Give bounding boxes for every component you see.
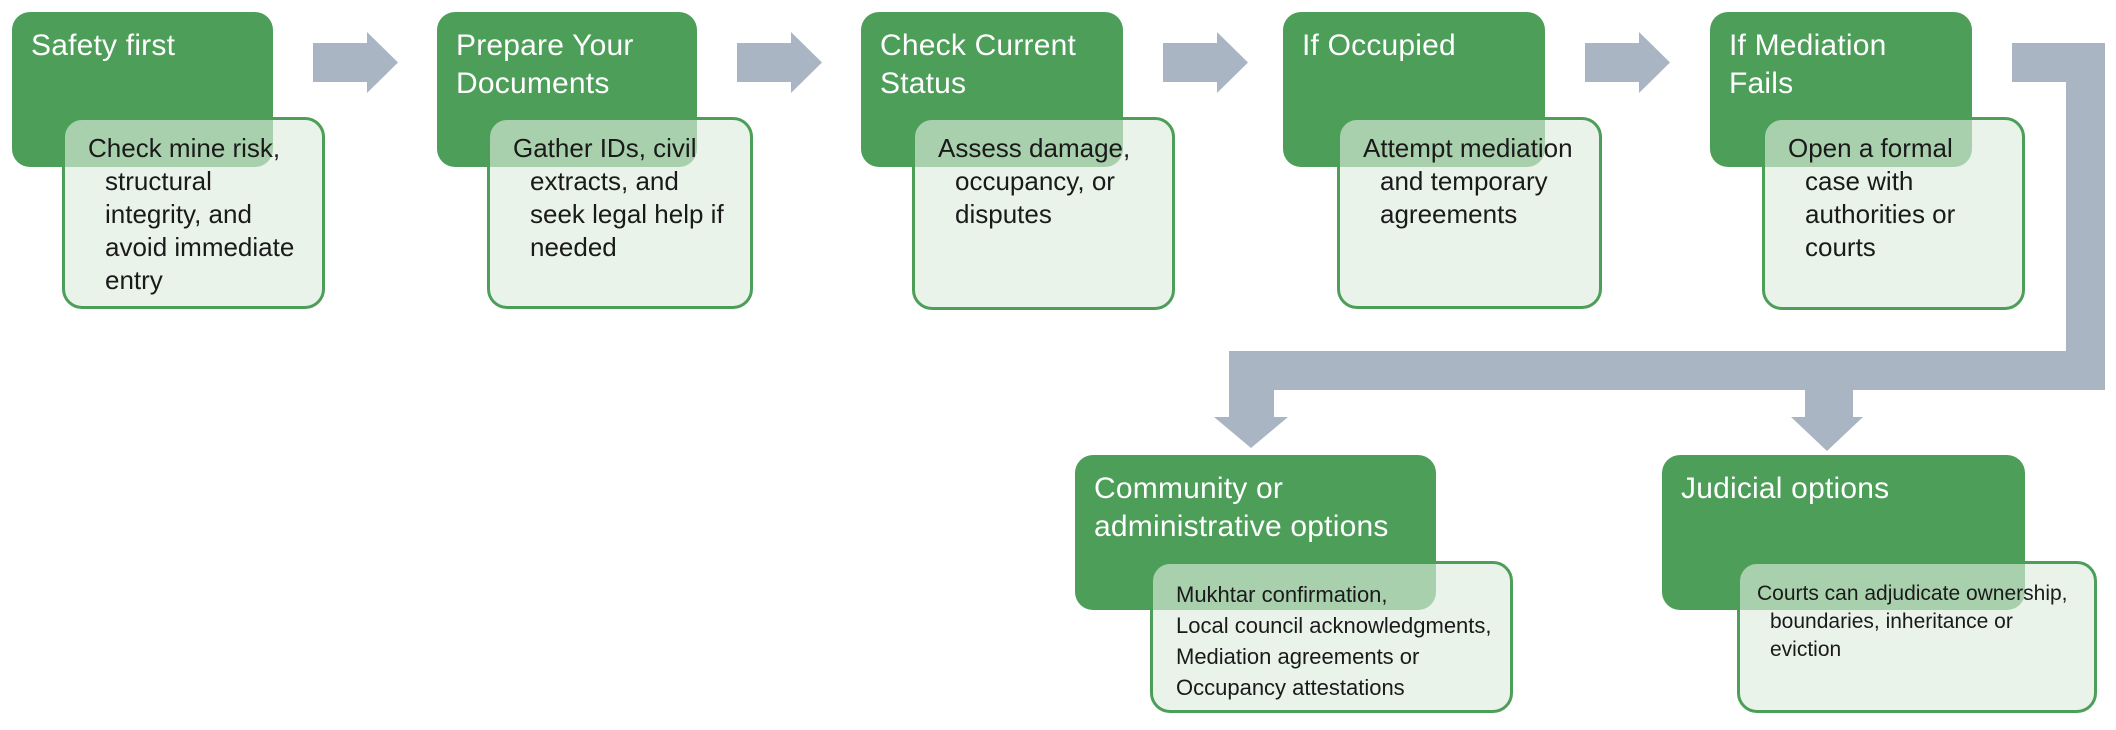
step-title: Prepare Your Documents [456,29,634,100]
step-title: If Occupied [1302,29,1456,62]
arrow-tail [313,43,367,82]
arrow-head-right-icon [791,32,822,93]
step-detail-safety-first: Check mine risk, structural integrity, a… [62,117,325,309]
option-detail-community-administrative: Mukhtar confirmation, Local council ackn… [1150,561,1513,713]
option-title: Community or administrative options [1094,472,1389,543]
step-detail-if-mediation-fails: Open a formal case with authorities or c… [1762,117,2025,310]
step-detail-prepare-documents: Gather IDs, civil extracts, and seek leg… [487,117,753,309]
branch-stem-right [1805,388,1853,418]
elbow-vertical-bar [2066,43,2105,390]
step-detail-text: Assess damage, occupancy, or disputes [938,133,1131,229]
step-detail-check-status: Assess damage, occupancy, or disputes [912,117,1175,310]
option-detail-line: Occupancy attestations [1176,675,1405,700]
step-detail-if-occupied: Attempt mediation and temporary agreemen… [1337,117,1602,309]
arrow-tail [1585,43,1639,82]
option-detail-judicial: Courts can adjudicate ownership, boundar… [1737,561,2097,713]
option-detail-line: Mediation agreements or [1176,644,1420,669]
step-title: If Mediation Fails [1729,29,1887,100]
arrow-tail [1163,43,1217,82]
arrow-head-right-icon [1217,32,1248,93]
step-detail-text: Check mine risk, structural integrity, a… [88,133,295,295]
option-detail-list: Mukhtar confirmation, Local council ackn… [1153,564,1510,703]
arrow-head-right-icon [1639,32,1670,93]
arrow-head-down-left-icon [1214,417,1288,448]
step-detail-text: Gather IDs, civil extracts, and seek leg… [513,133,724,262]
step-detail-text: Attempt mediation and temporary agreemen… [1363,133,1573,229]
option-detail-line: Mukhtar confirmation, [1176,582,1388,607]
branch-horizontal-bar [1229,351,2105,390]
arrow-head-right-icon [367,32,398,93]
option-detail-line: Local council acknowledgments, [1176,613,1492,638]
option-title: Judicial options [1681,472,1890,505]
step-title: Check Current Status [880,29,1077,100]
step-detail-text: Open a formal case with authorities or c… [1788,133,1956,262]
branch-stem-left [1229,388,1274,418]
step-title: Safety first [31,29,176,62]
arrow-tail [737,43,791,82]
arrow-head-down-right-icon [1791,417,1863,451]
option-detail-text: Courts can adjudicate ownership, boundar… [1757,582,2068,661]
